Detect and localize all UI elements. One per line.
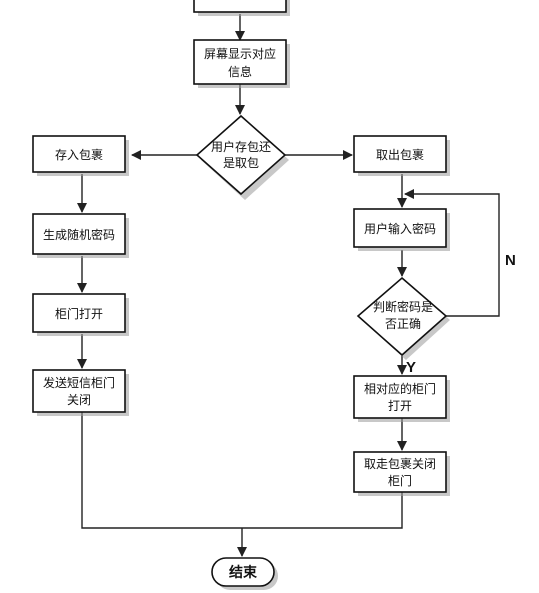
cabinet-open-label: 柜门打开 (55, 306, 103, 321)
edge-take-to-merge (242, 492, 403, 529)
pickup-package-label: 取出包裹 (376, 147, 424, 162)
enter-password-label: 用户输入密码 (364, 221, 436, 236)
terminator-end: 结束 (211, 557, 278, 590)
process-generate-password: 生成随机密码 (32, 213, 129, 258)
decision-line-2: 是取包 (223, 156, 259, 170)
process-take-and-close: 取走包裹关闭 柜门 (353, 451, 450, 496)
process-top-partial (193, 0, 290, 16)
process-screen-display: 屏幕显示对应 信息 (193, 39, 290, 88)
process-enter-password: 用户输入密码 (353, 208, 450, 251)
generate-password-label: 生成随机密码 (43, 227, 115, 242)
edge-check-no-loop (404, 189, 500, 317)
process-open-corresponding: 相对应的柜门 打开 (353, 375, 450, 422)
decision-check-password: 判断密码是 否正确 (356, 276, 450, 360)
decision-line-1: 用户存包还 (211, 139, 271, 154)
take-and-close-line-2: 柜门 (388, 473, 412, 488)
open-corresponding-line-1: 相对应的柜门 (364, 381, 436, 396)
process-deposit-package: 存入包裹 (32, 135, 129, 176)
decision-deposit-or-pickup: 用户存包还 是取包 (195, 114, 289, 200)
process-cabinet-open: 柜门打开 (32, 293, 129, 336)
connectors (77, 14, 500, 557)
screen-display-line-1: 屏幕显示对应 (204, 46, 276, 61)
open-corresponding-line-2: 打开 (388, 399, 412, 413)
no-branch-label: N (505, 252, 516, 269)
yes-branch-label: Y (406, 359, 416, 376)
edge-sms-to-merge (81, 410, 242, 529)
end-label: 结束 (229, 564, 258, 581)
send-sms-line-2: 关闭 (67, 393, 91, 407)
check-password-line-1: 判断密码是 (373, 299, 433, 314)
check-password-line-2: 否正确 (385, 317, 421, 331)
process-send-sms: 发送短信柜门 关闭 (32, 369, 129, 416)
take-and-close-line-1: 取走包裹关闭 (364, 456, 436, 471)
process-pickup-package: 取出包裹 (353, 135, 450, 176)
send-sms-line-1: 发送短信柜门 (43, 375, 115, 390)
deposit-package-label: 存入包裹 (55, 147, 103, 162)
screen-display-line-2: 信息 (228, 64, 252, 79)
